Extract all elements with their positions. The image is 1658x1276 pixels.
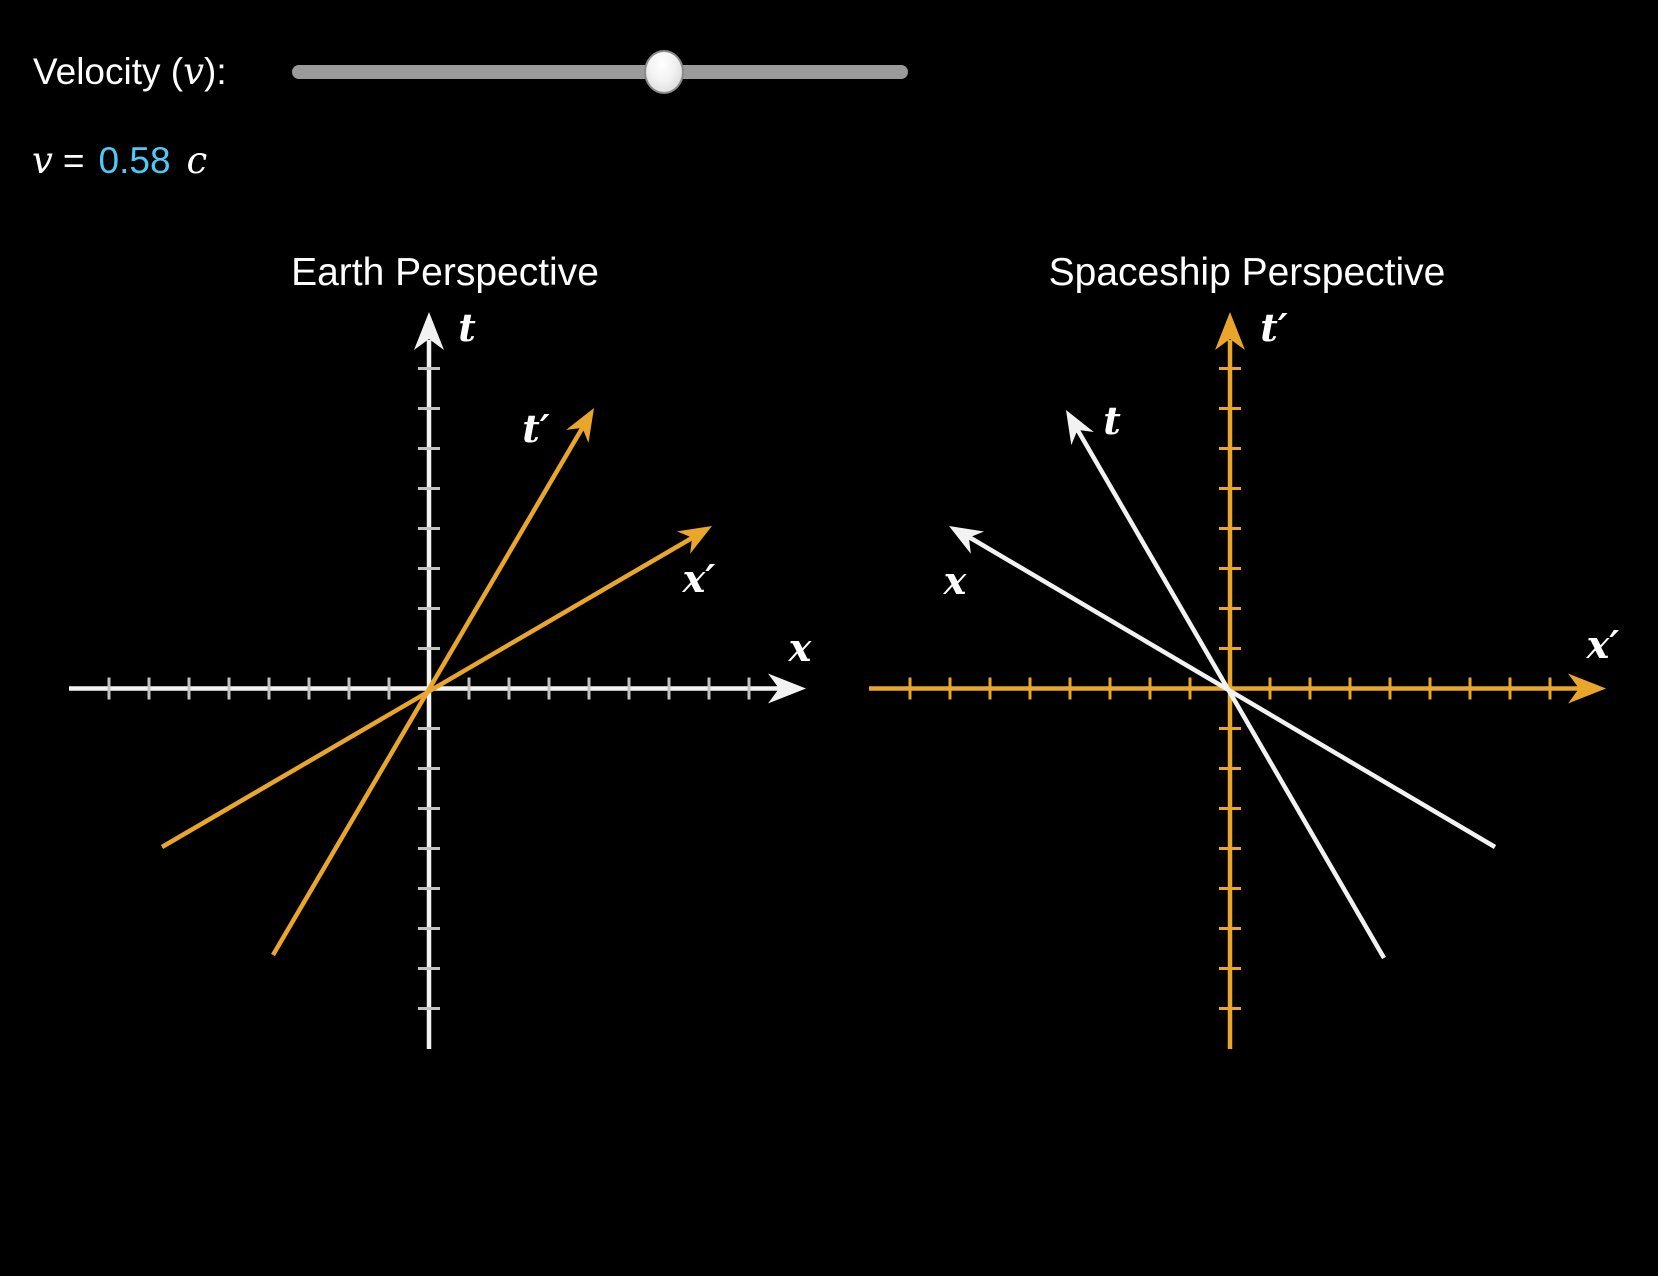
earth-x-prime-axis [160, 529, 706, 849]
spaceship-t-prime-label: t′ [1260, 305, 1288, 350]
earth-x-axis-arrowhead [768, 673, 806, 704]
spaceship-t-arrowhead [1066, 410, 1094, 446]
earth-diagram-title: Earth Perspective [291, 251, 599, 294]
spaceship-t-axis-label: t [1103, 398, 1121, 443]
velocity-readout: v= 0.58 c [32, 141, 207, 181]
earth-x-prime-arrowhead [676, 526, 712, 554]
velocity-slider-label: Velocity (v): [33, 50, 227, 94]
earth-t-axis-arrowhead [414, 312, 444, 350]
earth-x-prime-label: x′ [682, 556, 716, 601]
velocity-symbol: v [183, 50, 205, 93]
earth-diagram: t x t′ x′ [69, 305, 813, 1049]
readout-equals: = [62, 140, 85, 181]
readout-value: 0.58 [98, 140, 171, 181]
readout-unit: c [186, 139, 208, 182]
earth-x-axis-label: x [788, 625, 813, 670]
velocity-slider-track[interactable] [292, 65, 908, 79]
spaceship-diagram-title: Spaceship Perspective [1048, 251, 1446, 294]
spaceship-x-axis [955, 528, 1497, 849]
spaceship-x-arrowhead [949, 526, 985, 554]
velocity-label-prefix: Velocity ( [33, 51, 184, 92]
earth-t-prime-label: t′ [522, 406, 550, 451]
spaceship-tick-marks [908, 367, 1552, 1010]
velocity-slider-thumb[interactable] [644, 50, 684, 94]
spaceship-diagram: t′ x′ t x [869, 305, 1619, 1049]
spaceship-t-prime-arrowhead [1215, 312, 1245, 350]
earth-t-axis-label: t [458, 305, 476, 350]
earth-t-prime-axis [271, 418, 589, 957]
readout-symbol: v [32, 139, 53, 182]
earth-tick-marks [107, 367, 751, 1010]
earth-t-prime-arrowhead [566, 408, 594, 444]
velocity-label-suffix: ): [204, 51, 227, 92]
spaceship-x-prime-arrowhead [1568, 673, 1606, 704]
spaceship-x-prime-label: x′ [1586, 622, 1620, 667]
spaceship-x-axis-label: x [943, 558, 968, 603]
